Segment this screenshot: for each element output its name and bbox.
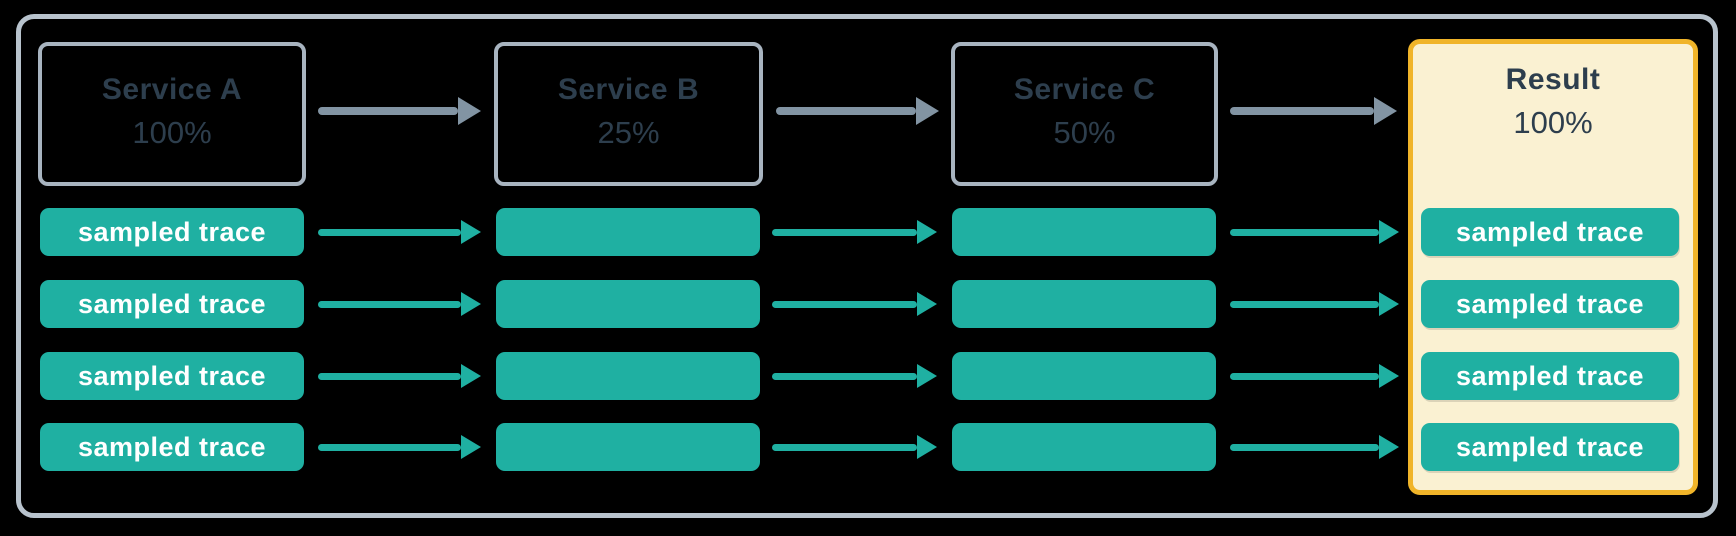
arrow-head-icon	[461, 220, 484, 244]
arrow-head-icon	[917, 364, 940, 388]
sampled-trace-pill: sampled trace	[40, 423, 304, 471]
trace-pill	[952, 423, 1216, 471]
trace-arrow	[772, 363, 940, 389]
arrow-head-icon	[917, 220, 940, 244]
trace-arrow	[772, 291, 940, 317]
trace-pill	[952, 280, 1216, 328]
arrow-head-icon	[1379, 292, 1402, 316]
arrow-shaft	[772, 443, 917, 451]
arrow-shaft	[772, 228, 917, 236]
trace-arrow	[772, 219, 940, 245]
trace-arrow	[318, 363, 484, 389]
sampled-trace-pill: sampled trace	[40, 352, 304, 400]
result-title: Result	[1505, 63, 1601, 96]
trace-pill	[496, 352, 760, 400]
arrow-head-icon	[917, 435, 940, 459]
trace-arrow	[1230, 291, 1402, 317]
arrow-shaft	[318, 300, 461, 308]
trace-arrow	[772, 434, 940, 460]
trace-pill	[496, 280, 760, 328]
service-b-box: Service B 25%	[494, 42, 763, 186]
arrow-shaft	[1230, 107, 1374, 115]
service-a-rate: 100%	[132, 115, 212, 150]
flow-arrow-b-to-c	[776, 96, 942, 126]
arrow-head-icon	[916, 97, 942, 125]
sampled-trace-pill: sampled trace	[1421, 352, 1679, 400]
trace-arrow	[1230, 363, 1402, 389]
service-c-name: Service C	[1013, 73, 1156, 106]
sampled-trace-pill: sampled trace	[1421, 208, 1679, 256]
arrow-shaft	[318, 107, 458, 115]
flow-arrow-c-to-result	[1230, 96, 1400, 126]
result-box: Result 100%	[1408, 39, 1698, 495]
arrow-shaft	[318, 372, 461, 380]
trace-arrow	[1230, 219, 1402, 245]
trace-arrow	[318, 291, 484, 317]
trace-arrow	[318, 219, 484, 245]
arrow-shaft	[318, 443, 461, 451]
sampled-trace-pill: sampled trace	[1421, 423, 1679, 471]
service-c-box: Service C 50%	[951, 42, 1218, 186]
arrow-shaft	[1230, 300, 1379, 308]
service-b-rate: 25%	[597, 115, 660, 150]
arrow-head-icon	[1374, 97, 1400, 125]
arrow-shaft	[1230, 228, 1379, 236]
arrow-shaft	[318, 228, 461, 236]
flow-arrow-a-to-b	[318, 96, 484, 126]
arrow-shaft	[772, 372, 917, 380]
trace-pill	[952, 352, 1216, 400]
arrow-head-icon	[461, 292, 484, 316]
service-b-name: Service B	[557, 73, 700, 106]
service-a-box: Service A 100%	[38, 42, 306, 186]
arrow-head-icon	[917, 292, 940, 316]
arrow-head-icon	[1379, 364, 1402, 388]
arrow-shaft	[776, 107, 916, 115]
sampled-trace-pill: sampled trace	[40, 280, 304, 328]
trace-pill	[952, 208, 1216, 256]
result-rate: 100%	[1513, 105, 1593, 140]
result-header: Result 100%	[1413, 58, 1693, 144]
service-a-name: Service A	[101, 73, 243, 106]
arrow-head-icon	[458, 97, 484, 125]
trace-arrow	[1230, 434, 1402, 460]
trace-pill	[496, 423, 760, 471]
sampled-trace-pill: sampled trace	[1421, 280, 1679, 328]
trace-pill	[496, 208, 760, 256]
arrow-head-icon	[1379, 220, 1402, 244]
arrow-head-icon	[1379, 435, 1402, 459]
arrow-head-icon	[461, 364, 484, 388]
service-c-rate: 50%	[1053, 115, 1116, 150]
arrow-head-icon	[461, 435, 484, 459]
arrow-shaft	[1230, 443, 1379, 451]
sampled-trace-pill: sampled trace	[40, 208, 304, 256]
trace-arrow	[318, 434, 484, 460]
arrow-shaft	[1230, 372, 1379, 380]
arrow-shaft	[772, 300, 917, 308]
outer-frame	[16, 14, 1718, 518]
